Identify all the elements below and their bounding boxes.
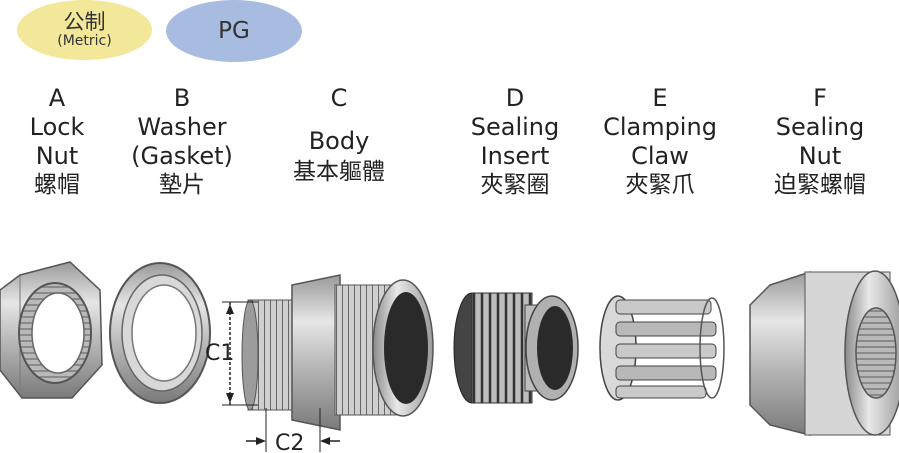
clamping-claw-illustration — [599, 295, 725, 401]
part-name-line1: Sealing — [775, 113, 865, 141]
part-chinese-name: 迫緊螺帽 — [774, 172, 866, 198]
part-letter: C — [330, 84, 348, 112]
part-name-line2: Nut — [35, 142, 79, 170]
part-chinese-name: 夾緊圈 — [480, 172, 550, 198]
washer-illustration — [109, 262, 211, 404]
part-label-a: A Lock Nut 螺帽 — [0, 84, 137, 200]
part-chinese-name: 夾緊爪 — [625, 172, 695, 198]
part-name-line1: Washer — [137, 113, 227, 141]
metric-standard-badge: 公制 (Metric) — [17, 0, 152, 60]
part-name-line2: Claw — [631, 142, 689, 170]
part-name-line1: Sealing — [470, 113, 560, 141]
lock-nut-illustration — [0, 261, 103, 399]
pg-standard-badge: PG — [166, 0, 302, 62]
cable-gland-parts-illustration: C1 C2 — [0, 261, 899, 453]
part-label-f: F Sealing Nut 迫緊螺帽 — [740, 84, 899, 200]
sealing-insert-illustration — [453, 292, 579, 404]
part-name-line1: Clamping — [603, 113, 717, 141]
part-label-c: C Body 基本軀體 — [259, 84, 419, 187]
sealing-nut-illustration — [749, 270, 899, 436]
part-chinese-name: 基本軀體 — [293, 159, 385, 185]
dimension-c2: C2 — [246, 408, 340, 453]
part-name-line2: (Gasket) — [131, 142, 233, 170]
dimension-c1: C1 — [205, 301, 258, 406]
part-chinese-name: 墊片 — [159, 172, 205, 198]
part-name-line2: Insert — [480, 142, 550, 170]
part-letter: A — [48, 84, 66, 112]
part-letter: F — [813, 84, 827, 112]
part-letter: E — [652, 84, 668, 112]
part-name-line1: Lock — [29, 113, 85, 141]
metric-badge-chinese: 公制 — [63, 10, 106, 34]
dimension-c2-label: C2 — [275, 431, 304, 453]
part-label-d: D Sealing Insert 夾緊圈 — [435, 84, 595, 200]
body-illustration — [241, 274, 434, 431]
part-label-b: B Washer (Gasket) 墊片 — [102, 84, 262, 200]
dimension-c1-label: C1 — [205, 341, 234, 366]
part-letter: B — [173, 84, 191, 112]
metric-badge-english: (Metric) — [57, 33, 112, 49]
part-letter: D — [505, 84, 525, 112]
part-name-line2: Nut — [798, 142, 842, 170]
part-name-line1: Body — [308, 127, 370, 155]
part-chinese-name: 螺帽 — [34, 172, 80, 198]
pg-badge-label: PG — [218, 18, 250, 44]
part-label-e: E Clamping Claw 夾緊爪 — [580, 84, 740, 200]
